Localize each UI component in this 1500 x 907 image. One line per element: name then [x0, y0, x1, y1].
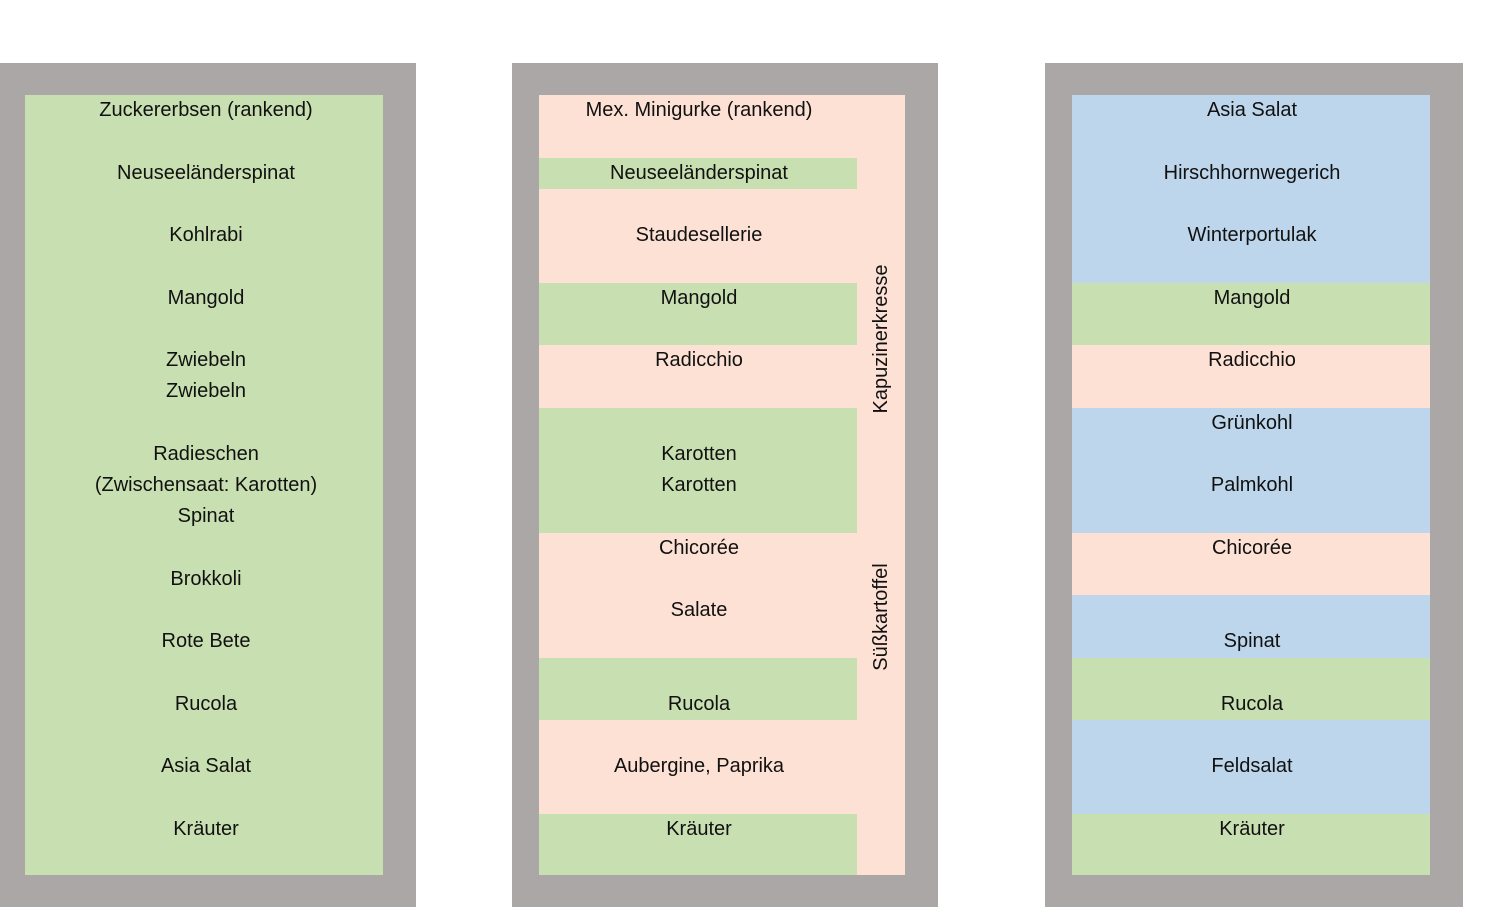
- plant-label: Zuckererbsen (rankend): [99, 99, 313, 121]
- plant-label: Hirschhornwegerich: [1163, 161, 1341, 184]
- bed-1: Zuckererbsen (rankend) Neuseeländerspinat…: [0, 63, 416, 907]
- plant-label: Winterportulak: [1187, 224, 1317, 246]
- plant-label: Aubergine, Paprika: [613, 755, 785, 778]
- plant-label: Rucola: [667, 692, 731, 715]
- plant-label: Spinat: [177, 505, 235, 528]
- plant-label: Radieschen: [153, 442, 259, 465]
- plant-label: Rote Bete: [161, 630, 251, 653]
- plant-label: Chicorée: [1211, 536, 1293, 559]
- plant-label: (Zwischensaat: Karotten): [94, 474, 318, 496]
- plant-label: Karotten: [661, 442, 737, 465]
- planting-band: [539, 282, 857, 345]
- plant-label: Zwiebeln: [165, 349, 247, 371]
- plant-label: Salate: [670, 599, 728, 621]
- plant-label: Kohlrabi: [169, 224, 243, 246]
- plant-label: Zwiebeln: [165, 380, 247, 403]
- plant-label: Mex. Minigurke (rankend): [585, 99, 813, 121]
- plant-label: Neuseeländerspinat: [117, 161, 295, 184]
- plant-label: Radicchio: [655, 349, 743, 371]
- planting-band: [539, 157, 857, 189]
- planting-band: [539, 407, 857, 533]
- bed-2-area: Mex. Minigurke (rankend) Neuseeländerspin…: [539, 95, 905, 875]
- planting-band: [1072, 345, 1430, 408]
- plant-label: Neuseeländerspinat: [610, 161, 788, 184]
- plant-label: Asia Salat: [160, 755, 252, 778]
- plant-label: Kräuter: [666, 817, 732, 840]
- plant-label: Rucola: [1220, 692, 1284, 715]
- planting-band: [539, 813, 857, 875]
- plant-label: Feldsalat: [1211, 755, 1293, 778]
- plant-label: Grünkohl: [1211, 411, 1293, 434]
- plant-label: Staudesellerie: [635, 224, 763, 246]
- bed-2: Mex. Minigurke (rankend) Neuseeländerspin…: [512, 63, 938, 907]
- plant-label: Kräuter: [173, 817, 239, 840]
- plant-label: Rucola: [174, 692, 238, 715]
- side-plant-label: Kapuzinerkresse: [870, 264, 892, 414]
- plant-label: Mangold: [1213, 286, 1291, 309]
- planting-band: [1072, 813, 1430, 875]
- plant-label: Palmkohl: [1210, 474, 1294, 496]
- plant-label: Radicchio: [1208, 349, 1296, 371]
- planting-band: [1072, 532, 1430, 595]
- planting-band: [1072, 282, 1430, 345]
- side-plant-label: Süßkartoffel: [870, 563, 892, 671]
- plant-label: Chicorée: [658, 536, 740, 559]
- plant-label: Mangold: [660, 286, 738, 309]
- plant-label: Karotten: [661, 474, 737, 496]
- plant-label: Asia Salat: [1206, 99, 1298, 121]
- planting-band: [539, 657, 857, 720]
- bed-1-area: Zuckererbsen (rankend) Neuseeländerspinat…: [25, 95, 383, 875]
- plant-label: Kräuter: [1219, 817, 1285, 840]
- plant-label: Brokkoli: [170, 567, 242, 590]
- planting-band: [1072, 657, 1430, 720]
- plant-label: Mangold: [167, 286, 245, 309]
- plant-label: Spinat: [1223, 630, 1281, 653]
